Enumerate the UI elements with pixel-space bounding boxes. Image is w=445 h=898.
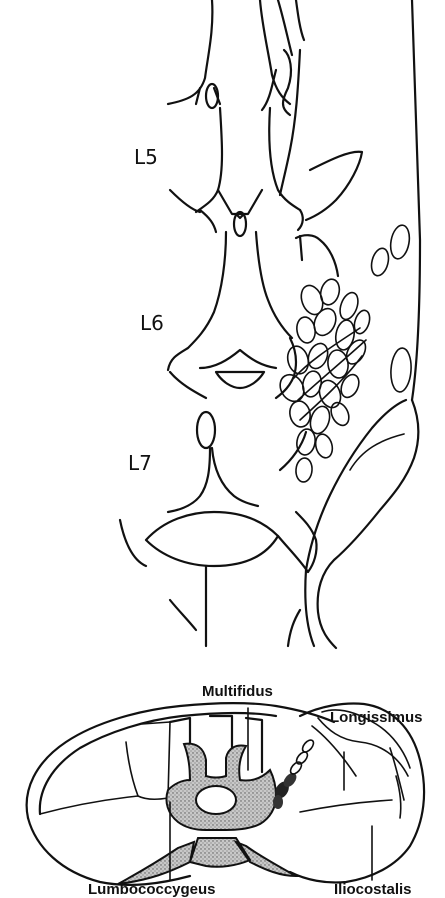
dorsal-spine-view: L5 L6 L7 (120, 0, 420, 648)
vertebral-canal (196, 786, 236, 814)
muscle-bundles-outer (369, 224, 413, 393)
label-multifidus: Multifidus (202, 683, 273, 700)
cross-section-view: Multifidus Longissimus Lumbococcygeus Il… (27, 683, 424, 898)
vertebra-l7 (120, 412, 317, 646)
label-l7: L7 (128, 451, 152, 475)
label-l5: L5 (134, 145, 158, 169)
vertebra-l5 (170, 108, 362, 236)
label-longissimus: Longissimus (330, 709, 423, 726)
label-l6: L6 (140, 311, 164, 335)
label-lumbococcygeus: Lumbococcygeus (88, 881, 216, 898)
muscle-insertion-spots (272, 738, 315, 809)
multifidus-bundle-cluster (275, 277, 372, 483)
vertebra-cross-section (118, 744, 296, 884)
vertebra-l4-partial (168, 0, 304, 115)
label-iliocostalis: Iliocostalis (334, 881, 412, 898)
